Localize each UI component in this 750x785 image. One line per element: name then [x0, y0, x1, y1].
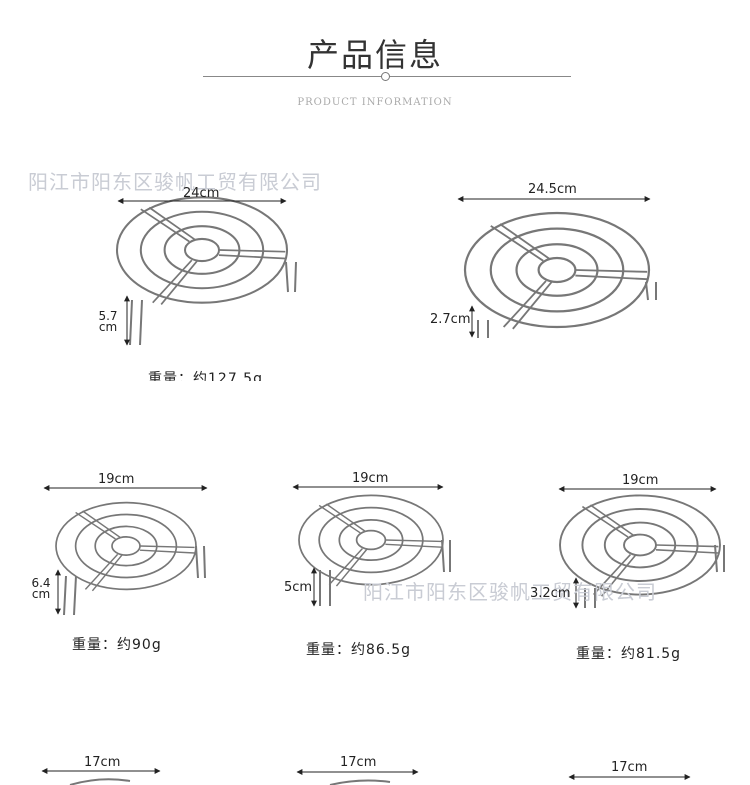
- diameter-label: 19cm: [622, 473, 659, 488]
- weight-label: 重量：约86.5g: [306, 642, 412, 658]
- height-label: 6.4 cm: [28, 576, 54, 601]
- page-subtitle: PRODUCT INFORMATION: [297, 97, 453, 108]
- page-title: 产品信息: [306, 36, 443, 74]
- weight-label: 重量：约127.5g: [148, 371, 263, 381]
- height-value: 6.4: [31, 576, 51, 590]
- diameter-label: 19cm: [98, 472, 135, 487]
- rack-24cm-tall: [117, 197, 296, 345]
- diameter-label: 24.5cm: [528, 182, 577, 197]
- divider-dot: [381, 72, 390, 81]
- weight-label: 重量：约81.5g: [576, 646, 682, 662]
- diameter-label: 17cm: [84, 755, 121, 770]
- diameter-label: 17cm: [340, 755, 377, 770]
- height-label: 2.7cm: [430, 312, 471, 327]
- rack-24-5cm-short: [465, 213, 656, 338]
- watermark-middle: 阳江市阳东区骏帆工贸有限公司: [363, 580, 657, 604]
- rack-19cm-medium: [299, 495, 450, 606]
- height-value: 5.7: [98, 309, 118, 323]
- rack-19cm-tall: [56, 503, 205, 615]
- rack-19cm-short: [560, 495, 724, 608]
- watermark-top: 阳江市阳东区骏帆工贸有限公司: [28, 170, 322, 194]
- diameter-label: 24cm: [183, 186, 220, 201]
- weight-label: 重量：约90g: [72, 637, 162, 653]
- diameter-label: 17cm: [611, 760, 648, 775]
- diameter-label: 19cm: [352, 471, 389, 486]
- height-unit: cm: [31, 587, 51, 601]
- height-label: 5.7 cm: [96, 309, 120, 334]
- height-label: 3.2cm: [530, 586, 571, 601]
- height-label: 5cm: [284, 580, 313, 595]
- height-unit: cm: [98, 320, 118, 334]
